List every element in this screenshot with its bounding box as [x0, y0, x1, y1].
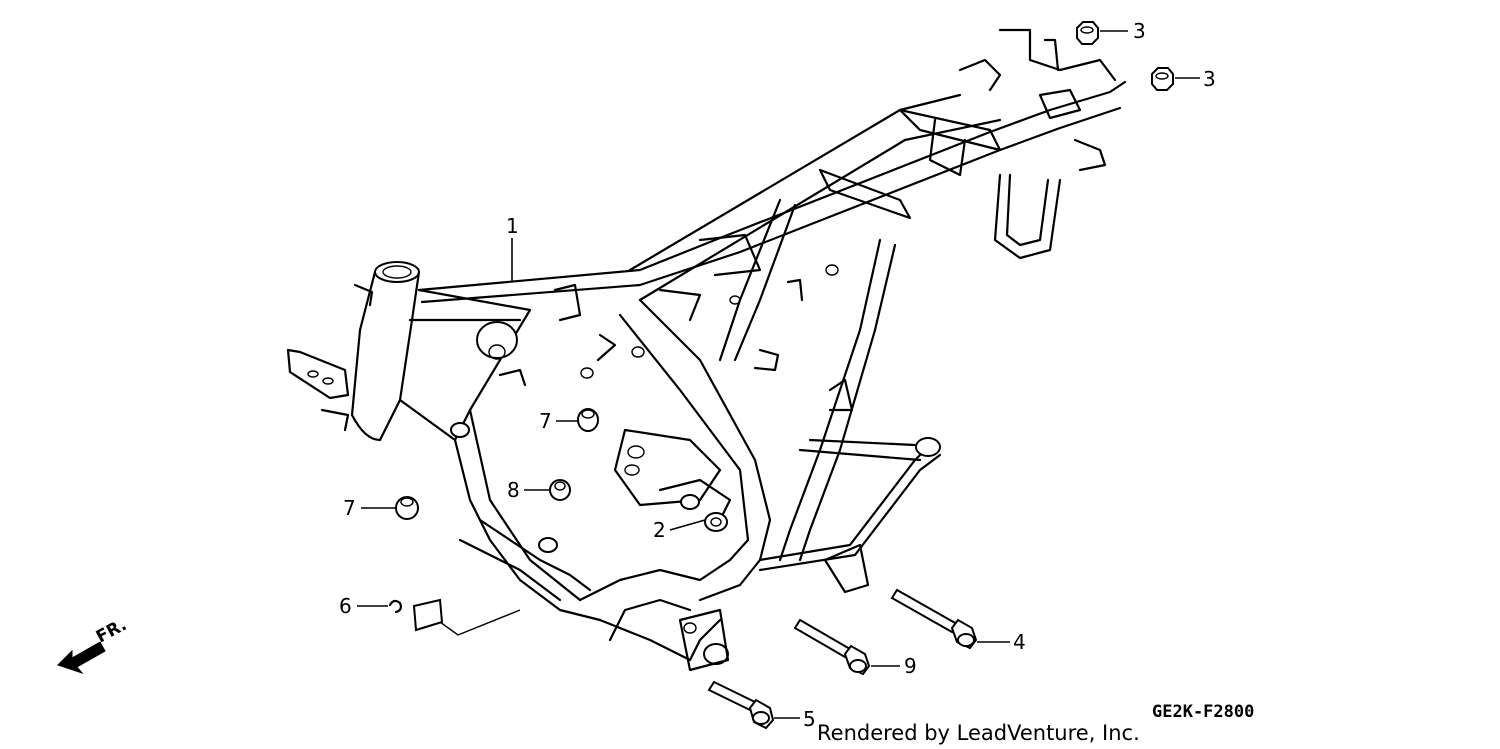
callout-8: 8 [507, 478, 520, 502]
diagram-code: GE2K-F2800 [1152, 702, 1254, 722]
callout-7-lower: 7 [343, 496, 356, 520]
render-credit: Rendered by LeadVenture, Inc. [817, 721, 1140, 745]
nut-part-3-lower[interactable] [1151, 67, 1174, 91]
callout-5: 5 [803, 707, 816, 731]
callout-7-upper: 7 [539, 409, 552, 433]
callout-2: 2 [653, 518, 666, 542]
arrow-icon [57, 641, 106, 675]
clip-part-6[interactable] [388, 598, 521, 636]
mount-collar-part-2[interactable] [680, 494, 728, 532]
nut-part-3-upper[interactable] [1076, 21, 1099, 45]
collar-part-7-upper[interactable] [577, 408, 599, 432]
collar-part-7-lower[interactable] [395, 496, 419, 520]
collar-part-8[interactable] [549, 479, 571, 501]
callout-1: 1 [506, 214, 519, 238]
leader-lines [357, 30, 1200, 719]
callout-4: 4 [1013, 630, 1026, 654]
callout-6: 6 [339, 594, 352, 618]
callout-3-upper: 3 [1133, 19, 1146, 43]
frame-body[interactable] [286, 28, 1127, 672]
callout-3-lower: 3 [1203, 67, 1216, 91]
bolt-part-4[interactable] [890, 588, 978, 650]
bolt-part-5[interactable] [707, 680, 775, 730]
front-direction-indicator: FR. [57, 615, 130, 675]
bolt-part-9[interactable] [793, 618, 871, 676]
callout-9: 9 [904, 654, 917, 678]
